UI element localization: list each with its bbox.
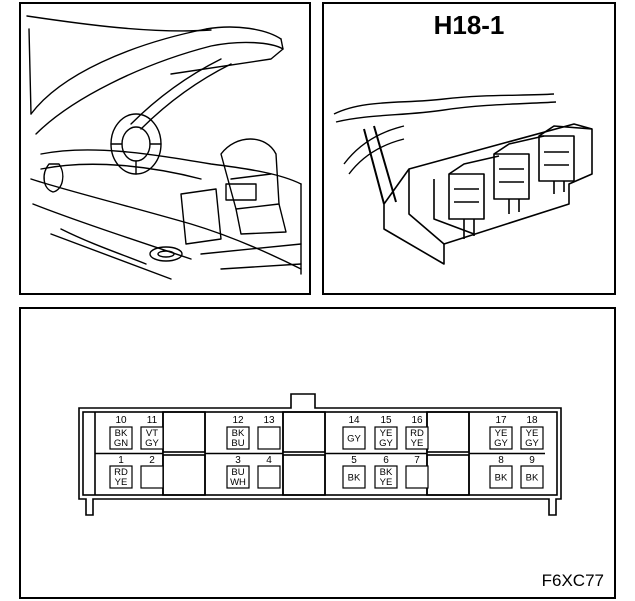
connector-housing <box>78 393 562 516</box>
pin-cavity <box>140 426 164 450</box>
wire-color-label: BK <box>232 428 245 439</box>
wire-color-label: BK <box>495 473 508 484</box>
pin-cavity <box>520 465 544 489</box>
pin-number: 16 <box>411 415 423 426</box>
wire-color-label: GY <box>145 438 159 449</box>
wire-color-label: YE <box>495 428 508 439</box>
pin-8: 8BK <box>489 455 513 489</box>
pin-number: 18 <box>526 415 538 426</box>
pin-cavity <box>109 426 133 450</box>
wire-color-label: BK <box>380 467 393 478</box>
pin-7: 7 <box>405 455 429 489</box>
pin-cavity <box>226 465 250 489</box>
wire-color-label: BK <box>115 428 128 439</box>
pin-2: 2 <box>140 455 164 489</box>
pin-4: 4 <box>257 455 281 489</box>
pin-number: 9 <box>529 455 535 466</box>
figure-code: F6XC77 <box>541 571 604 590</box>
pin-cavity <box>140 465 164 489</box>
connector-panel: H18-1 <box>322 2 616 295</box>
pin-number: 1 <box>118 455 124 466</box>
pin-number: 2 <box>149 455 155 466</box>
pin-number: 5 <box>351 455 357 466</box>
wire-color-label: RD <box>114 467 128 478</box>
wire-color-label: WH <box>230 477 246 488</box>
pin-number: 14 <box>348 415 360 426</box>
wire-color-label: VT <box>146 428 158 439</box>
pin-number: 11 <box>147 415 158 426</box>
pin-number: 15 <box>380 415 392 426</box>
wire-color-label: GN <box>114 438 128 449</box>
wire-color-label: BK <box>526 473 539 484</box>
pin-number: 17 <box>495 415 507 426</box>
wire-color-label: YE <box>380 477 393 488</box>
pin-number: 3 <box>235 455 241 466</box>
wire-color-label: GY <box>525 438 539 449</box>
pin-cavity <box>342 465 366 489</box>
wire-color-label: BK <box>348 473 361 484</box>
pin-cavity <box>109 465 133 489</box>
pin-number: 7 <box>414 455 420 466</box>
wire-color-label: YE <box>526 428 539 439</box>
pin-number: 13 <box>263 415 275 426</box>
pin-cavity <box>405 426 429 450</box>
vehicle-location-panel <box>19 2 311 295</box>
wire-color-label: YE <box>411 438 424 449</box>
pin-cavity <box>489 465 513 489</box>
vehicle-interior-drawing <box>26 15 302 280</box>
pin-13: 13 <box>257 415 281 450</box>
wire-color-label: BU <box>231 467 244 478</box>
pin-cavity <box>489 426 513 450</box>
pin-number: 8 <box>498 455 504 466</box>
wire-color-label: RD <box>410 428 424 439</box>
pin-cavity <box>257 465 281 489</box>
wire-color-label: YE <box>115 477 128 488</box>
wire-color-label: GY <box>494 438 508 449</box>
pin-cavity <box>226 426 250 450</box>
pin-9: 9BK <box>520 455 544 489</box>
wire-color-label: GY <box>379 438 393 449</box>
pin-number: 6 <box>383 455 389 466</box>
pin-cavity <box>374 465 398 489</box>
wire-color-label: YE <box>380 428 393 439</box>
pin-number: 10 <box>115 415 127 426</box>
pin-number: 4 <box>266 455 272 466</box>
pin-cavity <box>374 426 398 450</box>
pin-number: 12 <box>232 415 244 426</box>
connector-harness-drawing <box>333 93 593 265</box>
pin-5: 5BK <box>342 455 366 489</box>
pin-cavity <box>257 426 281 450</box>
pin-cavity <box>520 426 544 450</box>
pin-cavity <box>405 465 429 489</box>
wire-color-label: BU <box>231 438 244 449</box>
connector-title: H18-1 <box>433 10 505 40</box>
pin-cavity <box>342 426 366 450</box>
wire-color-label: GY <box>347 434 361 445</box>
